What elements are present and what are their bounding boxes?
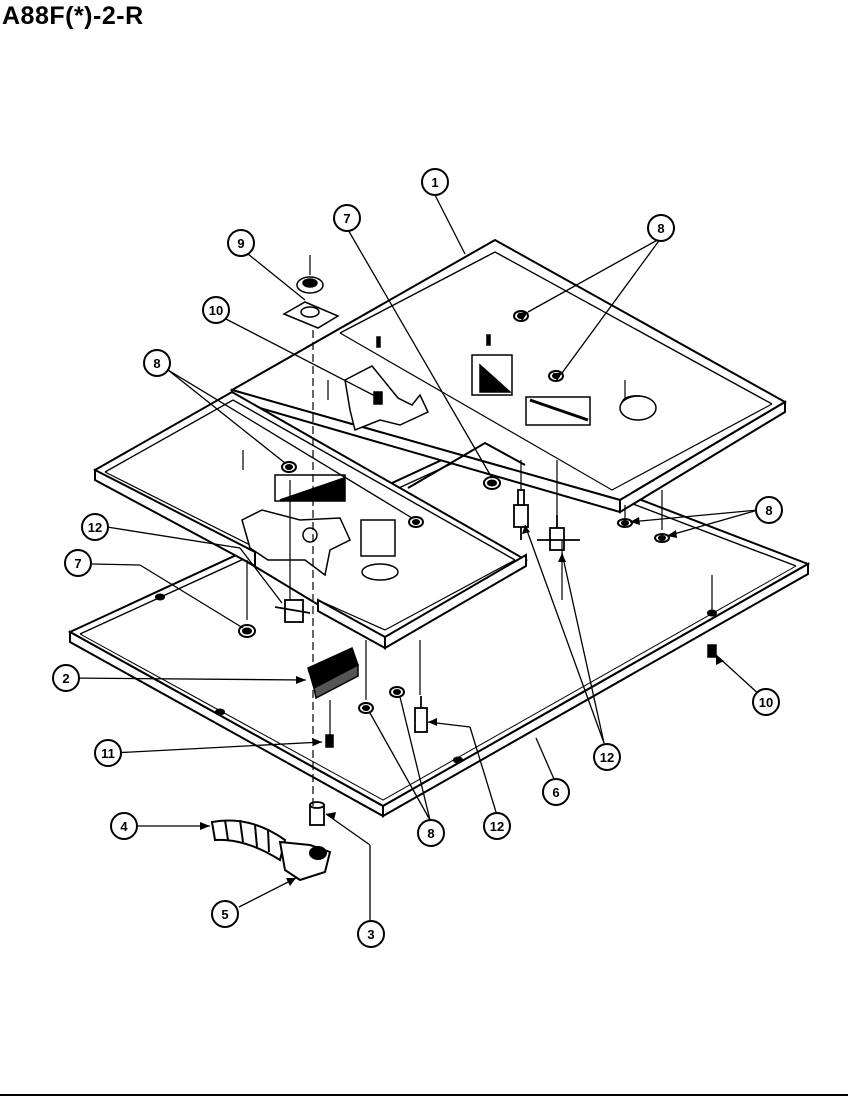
callout-11: 11 — [94, 739, 122, 767]
callout-12-bottom: 12 — [483, 812, 511, 840]
burner-decal-right-2 — [525, 396, 591, 426]
burner-decal-left-2 — [360, 519, 396, 557]
callout-9-label: 9 — [237, 236, 244, 251]
callout-8-bottom: 8 — [417, 819, 445, 847]
callout-4-label: 4 — [120, 819, 128, 834]
callout-7-left-label: 7 — [74, 556, 81, 571]
arrowheads — [200, 312, 724, 886]
callout-1-label: 1 — [431, 175, 438, 190]
burner-valve-left — [274, 599, 311, 623]
page-title: A88F(*)-2-R — [2, 2, 144, 30]
burner-decal-left-1 — [274, 474, 346, 502]
callout-12-left-label: 12 — [88, 520, 102, 535]
callout-10-right-label: 10 — [759, 695, 773, 710]
callout-7-left: 7 — [64, 549, 92, 577]
callout-10-right: 10 — [752, 688, 780, 716]
burner-valve-front — [414, 696, 428, 733]
burner-shield-lower — [241, 509, 351, 577]
terminal-block — [307, 646, 359, 700]
callout-11-label: 11 — [101, 746, 115, 761]
callout-2: 2 — [52, 664, 80, 692]
callout-12-right-label: 12 — [600, 750, 614, 765]
bottom-rule — [0, 1094, 848, 1096]
callout-8-left-label: 8 — [153, 356, 160, 371]
burner-hole-left — [361, 563, 399, 581]
burner-shield-upper — [344, 365, 429, 432]
gas-fitting — [309, 801, 325, 826]
callout-8-right-label: 8 — [765, 503, 772, 518]
callout-5-label: 5 — [221, 907, 228, 922]
screws — [325, 334, 717, 748]
callout-8-right: 8 — [755, 496, 783, 524]
callout-8-top-right-label: 8 — [657, 221, 664, 236]
callout-2-label: 2 — [62, 671, 69, 686]
grommet-plate — [282, 276, 340, 329]
callout-3: 3 — [357, 920, 385, 948]
alignment-lines — [242, 255, 713, 810]
callout-10-top: 10 — [202, 296, 230, 324]
callout-12-bottom-label: 12 — [490, 819, 504, 834]
callout-12-left: 12 — [81, 513, 109, 541]
burner-valve-center — [513, 489, 529, 540]
burner-hole-right — [619, 395, 657, 421]
callout-1: 1 — [421, 168, 449, 196]
flex-hose — [210, 819, 287, 862]
callout-4: 4 — [110, 812, 138, 840]
callout-3-label: 3 — [367, 927, 374, 942]
callout-10-top-label: 10 — [209, 303, 223, 318]
elbow-fitting — [278, 840, 332, 882]
callout-8-left: 8 — [143, 349, 171, 377]
main-top-panel-left — [93, 390, 528, 650]
callout-9: 9 — [227, 229, 255, 257]
callout-6-label: 6 — [552, 785, 559, 800]
callout-12-right: 12 — [593, 743, 621, 771]
burner-decal-right-1 — [471, 354, 513, 396]
callout-7-top-label: 7 — [343, 211, 350, 226]
callout-8-bottom-label: 8 — [427, 826, 434, 841]
callout-8-top-right: 8 — [647, 214, 675, 242]
burner-valve-right — [537, 515, 580, 551]
callout-5: 5 — [211, 900, 239, 928]
base-pan — [67, 438, 811, 818]
callout-6: 6 — [542, 778, 570, 806]
callout-7-top: 7 — [333, 204, 361, 232]
